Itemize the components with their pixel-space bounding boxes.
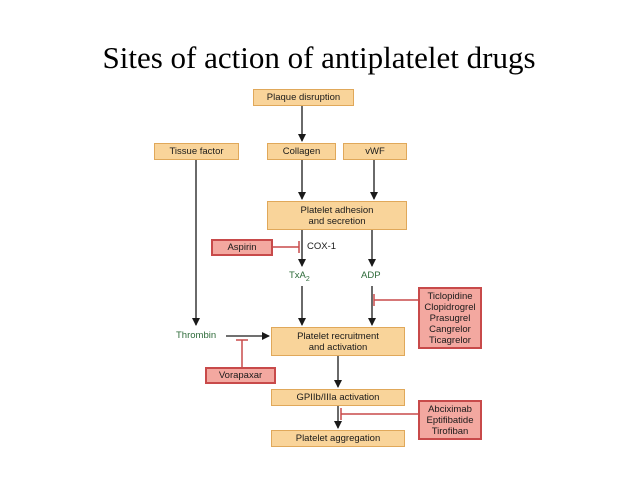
drug-p2y12-inhibitors: Ticlopidine Clopidrogrel Prasugrel Cangr… [418, 287, 482, 349]
node-platelet-recruitment: Platelet recruitment and activation [271, 327, 405, 356]
node-platelet-aggregation: Platelet aggregation [271, 430, 405, 447]
drug-aspirin: Aspirin [211, 239, 273, 256]
node-tissue-factor: Tissue factor [154, 143, 239, 160]
node-vwf: vWF [343, 143, 407, 160]
drug-gpiib-iiia-inhibitors: Abciximab Eptifibatide Tirofiban [418, 400, 482, 440]
node-collagen: Collagen [267, 143, 336, 160]
label-cox-1: COX-1 [307, 241, 337, 252]
node-platelet-adhesion: Platelet adhesion and secretion [267, 201, 407, 230]
node-gpiib-iiia-activation: GPIIb/IIIa activation [271, 389, 405, 406]
page-title: Sites of action of antiplatelet drugs [102, 40, 536, 75]
drug-vorapaxar: Vorapaxar [205, 367, 276, 384]
node-plaque-disruption: Plaque disruption [253, 89, 354, 106]
label-txa2: TxA2 [289, 270, 310, 283]
label-thrombin: Thrombin [176, 330, 217, 341]
label-adp: ADP [361, 270, 381, 281]
